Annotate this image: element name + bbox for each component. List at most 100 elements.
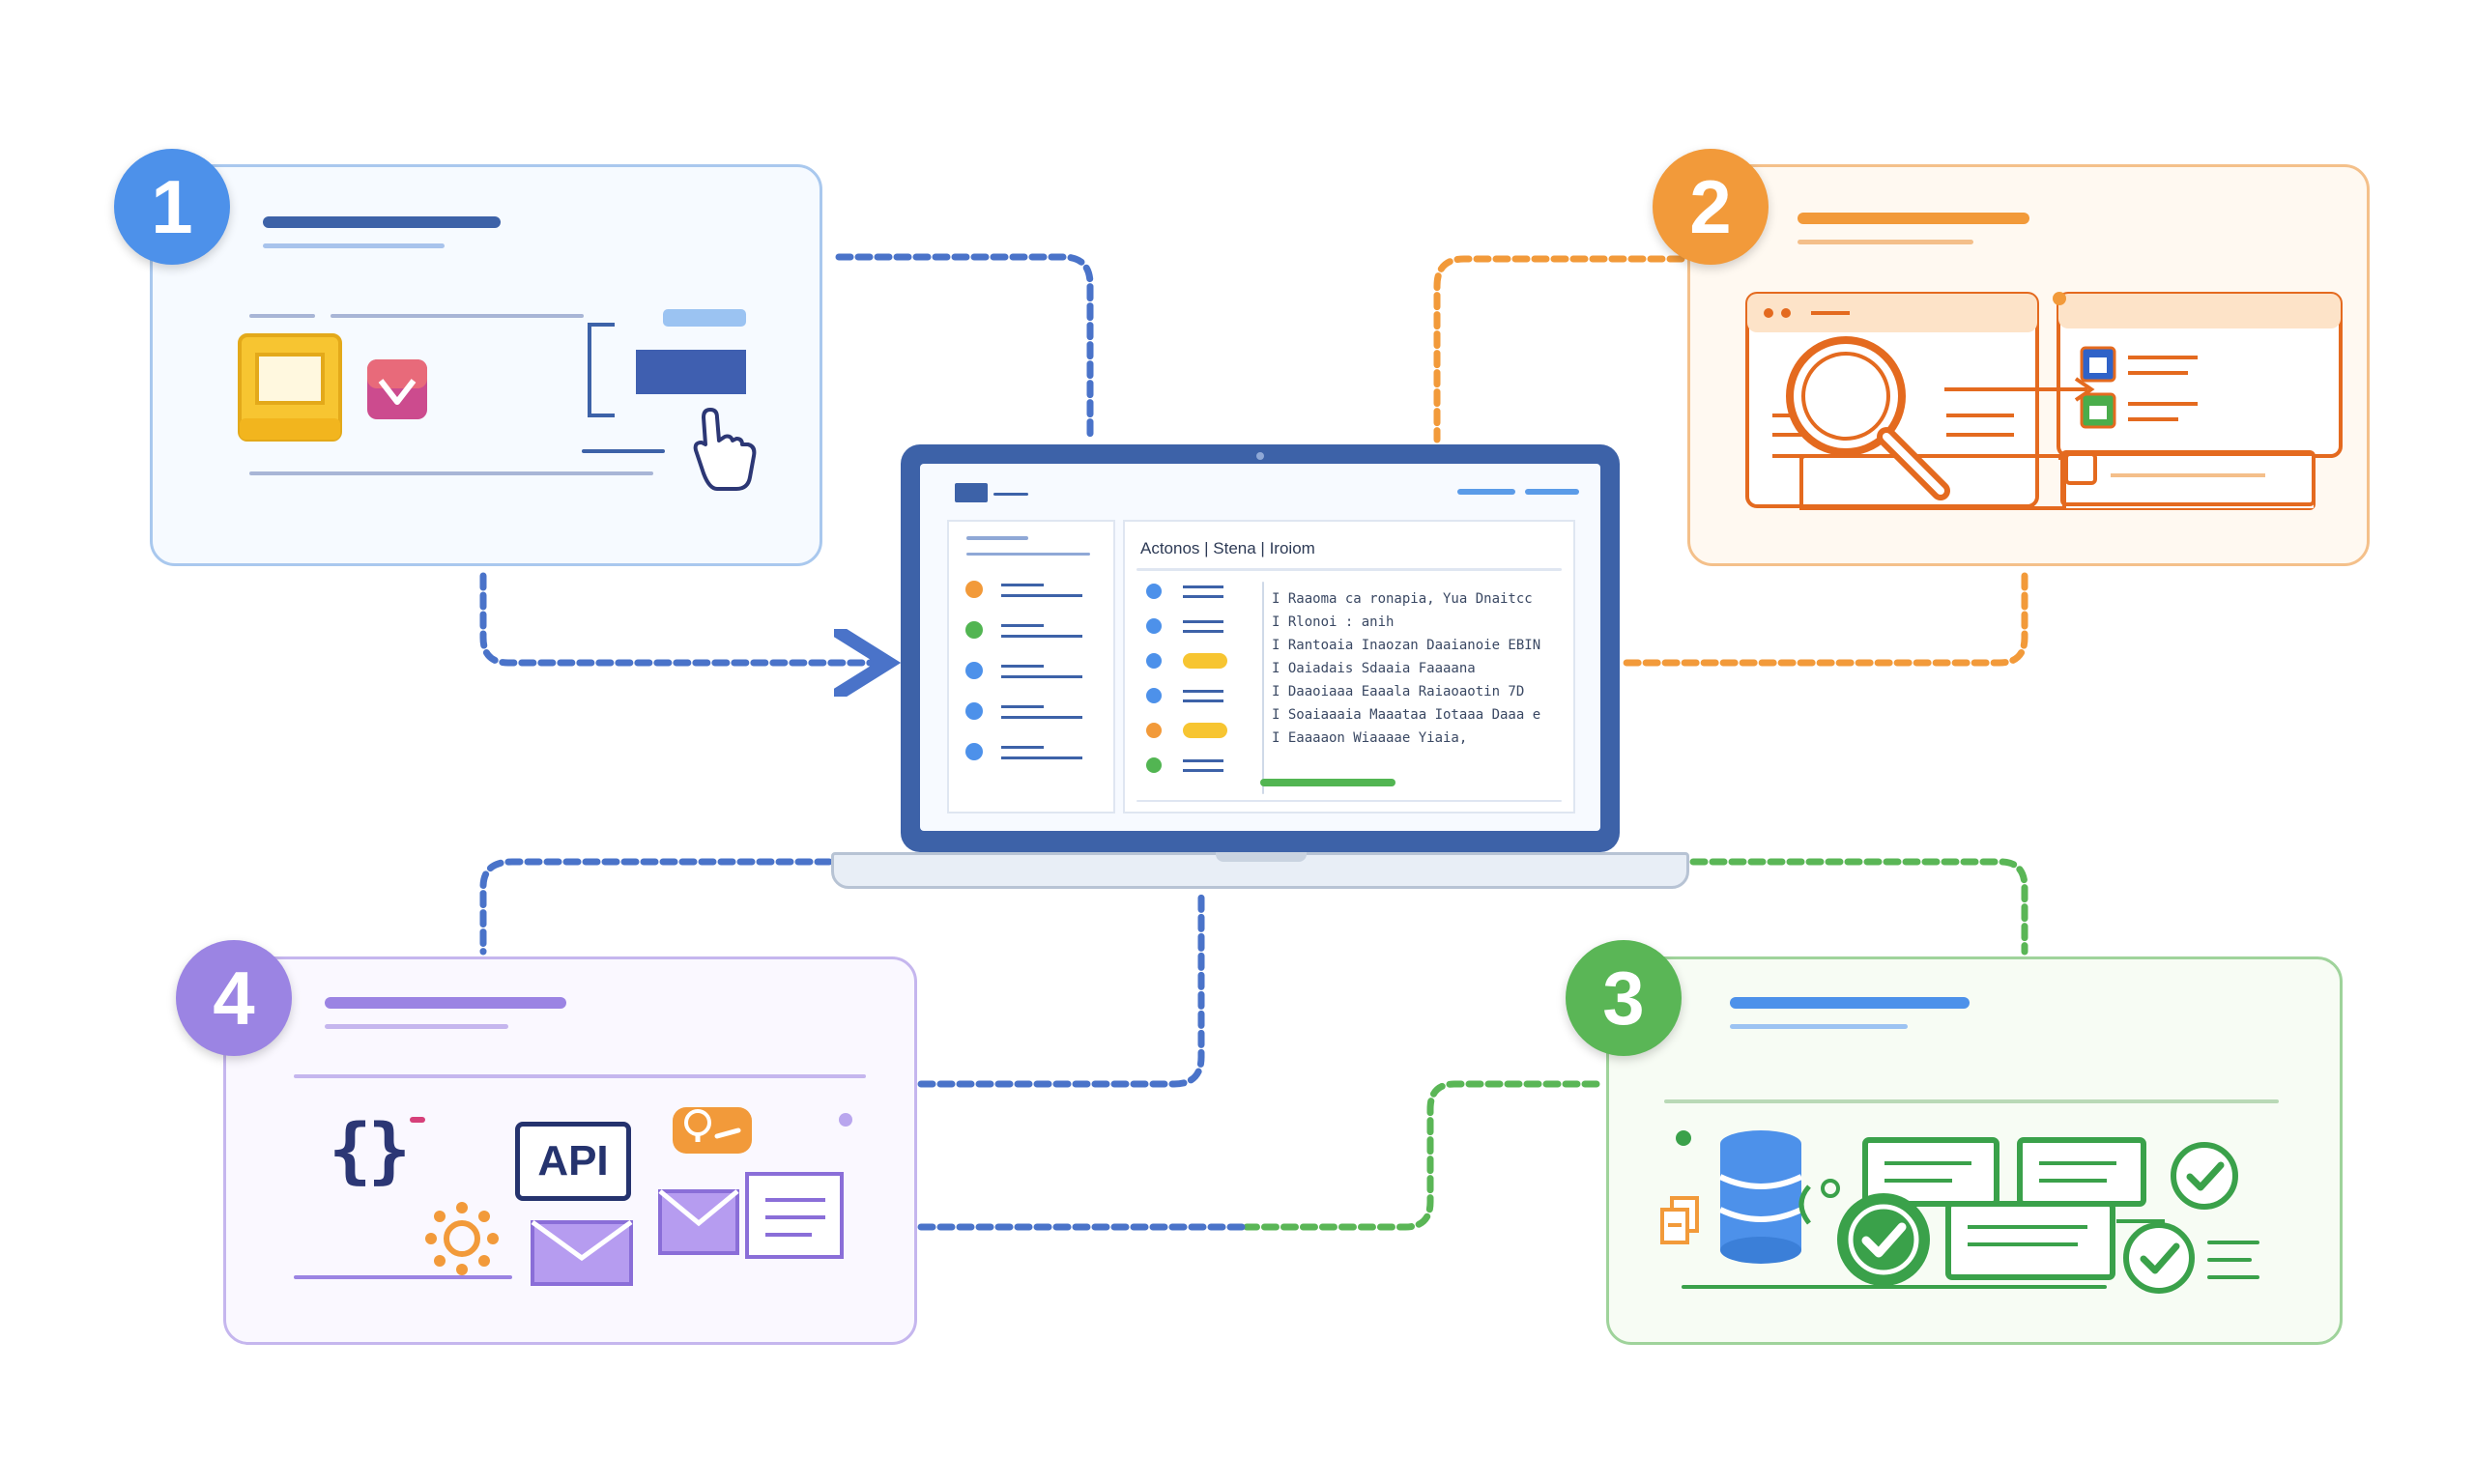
step-3-badge: 3 — [1566, 940, 1682, 1056]
magnifier-icon — [1786, 336, 1950, 500]
code-braces-accent — [410, 1117, 425, 1123]
step-3-line-c — [2207, 1275, 2259, 1279]
screen-header-link-2 — [1525, 489, 1579, 495]
sidebar-item-line — [1001, 624, 1044, 627]
task-item-line — [1183, 759, 1223, 762]
task-item-line — [1183, 769, 1223, 772]
task-item-pill — [1183, 723, 1227, 738]
connector-4-right — [917, 889, 1205, 1088]
step-1-subtitle-bar — [263, 243, 445, 248]
checkmark-icon-small-top — [2171, 1142, 2238, 1210]
sidebar-item-line — [1001, 675, 1082, 678]
log-line: I Rantoaia Inaozan Daaianoie EBIN — [1272, 638, 1541, 653]
task-item-line — [1183, 585, 1223, 588]
task-item-line — [1183, 699, 1223, 702]
task-item-pill — [1183, 653, 1227, 669]
dropdown-chevron-icon — [367, 359, 427, 419]
task-item-line — [1183, 595, 1223, 598]
main-footer-line — [1136, 800, 1562, 802]
step-3-footer-line — [1682, 1285, 2107, 1289]
step-4-title-bar — [325, 997, 566, 1009]
checkmark-icon — [1837, 1193, 1930, 1286]
sidebar-item-line — [1001, 584, 1044, 586]
step-3-line-b — [2207, 1258, 2252, 1262]
list-panel — [745, 1172, 844, 1259]
step-2-title-bar — [1798, 213, 2029, 224]
sidebar-item-dot — [965, 581, 983, 598]
step-3-subtitle-bar — [1730, 1024, 1908, 1029]
laptop-notch — [1216, 852, 1307, 862]
step-3-title-bar — [1730, 997, 1970, 1009]
sidebar-item-line — [1001, 635, 1082, 638]
log-line: I Rlonoi : anih — [1272, 614, 1395, 630]
step-1-tag — [663, 309, 746, 327]
task-item-dot — [1146, 688, 1162, 703]
envelope-icon — [531, 1219, 633, 1286]
step-1-divider — [331, 314, 584, 318]
screen-header-link-1 — [1457, 489, 1515, 495]
gear-icon — [425, 1202, 499, 1275]
task-item-dot — [1146, 618, 1162, 634]
arrow-right-icon — [1944, 377, 2095, 402]
sidebar-item-line — [1001, 746, 1044, 749]
log-line: I Raaoma ca ronapia, Yua Dnaitcc — [1272, 591, 1533, 607]
step-4-dot — [839, 1113, 852, 1127]
sidebar-item-line — [1001, 716, 1082, 719]
connector-1-bottom — [479, 572, 875, 663]
connector-4-top — [479, 858, 833, 956]
checkmark-icon-small-bottom — [2123, 1222, 2195, 1294]
api-box: API — [515, 1122, 631, 1201]
task-item-dot — [1146, 653, 1162, 669]
screen-tab-bar: Actonos | Stena | Iroiom — [1140, 539, 1315, 557]
sidebar-header-line-2 — [966, 553, 1090, 556]
progress-bar — [1260, 779, 1395, 786]
selection-bracket — [588, 323, 746, 417]
step-1-divider-short — [249, 314, 315, 318]
task-item-line — [1183, 630, 1223, 633]
log-line: I Daaoiaaa Eaaala Raiaoaotin 7D — [1272, 684, 1525, 699]
sidebar-header-line — [966, 536, 1028, 540]
envelope-icon-secondary — [658, 1189, 739, 1255]
connector-3-side — [1243, 1080, 1600, 1231]
connector-2-top — [1433, 255, 1685, 443]
step-4-footer-line — [294, 1275, 512, 1279]
log-line: I Soaiaaaia Maaataa Iotaaa Daaa e — [1272, 707, 1541, 723]
window-icon — [238, 333, 342, 442]
sidebar-item-dot — [965, 662, 983, 679]
sidebar-item-dot — [965, 743, 983, 760]
step-3-line-a — [2207, 1241, 2259, 1244]
step-1-arrow-line — [582, 449, 665, 453]
step-2-badge: 2 — [1653, 149, 1769, 265]
screen-logo — [955, 483, 988, 502]
connector-1-top — [835, 253, 1094, 443]
sidebar-item-dot — [965, 702, 983, 720]
sidebar-item-line — [1001, 665, 1044, 668]
task-item-dot — [1146, 757, 1162, 773]
task-item-line — [1183, 690, 1223, 693]
step-2-dot — [2053, 292, 2066, 305]
log-line: I Eaaaaon Wiaaaae Yiaia, — [1272, 730, 1468, 746]
connector-3-top — [1689, 858, 2028, 956]
sidebar-item-line — [1001, 756, 1082, 759]
main-separator — [1262, 582, 1264, 794]
document-icon — [1660, 1196, 1699, 1244]
database-icon — [1718, 1130, 1803, 1264]
step-1-footer-line — [249, 471, 653, 475]
pointing-hand-icon — [693, 408, 757, 491]
step-2-subtitle-bar — [1798, 240, 1973, 244]
code-braces-icon: {} — [329, 1109, 411, 1192]
laptop-camera — [1256, 452, 1264, 460]
task-item-dot — [1146, 723, 1162, 738]
screen-logo-line — [993, 493, 1028, 496]
chat-bubble-icon — [673, 1107, 752, 1154]
task-item-line — [1183, 620, 1223, 623]
sidebar-item-line — [1001, 705, 1044, 708]
sidebar-item-line — [1001, 594, 1082, 597]
step-1-title-bar — [263, 216, 501, 228]
step-1-badge: 1 — [114, 149, 230, 265]
main-header-line — [1136, 568, 1562, 571]
screen-sidebar-list — [965, 581, 1082, 760]
step-4-subtitle-bar — [325, 1024, 508, 1029]
